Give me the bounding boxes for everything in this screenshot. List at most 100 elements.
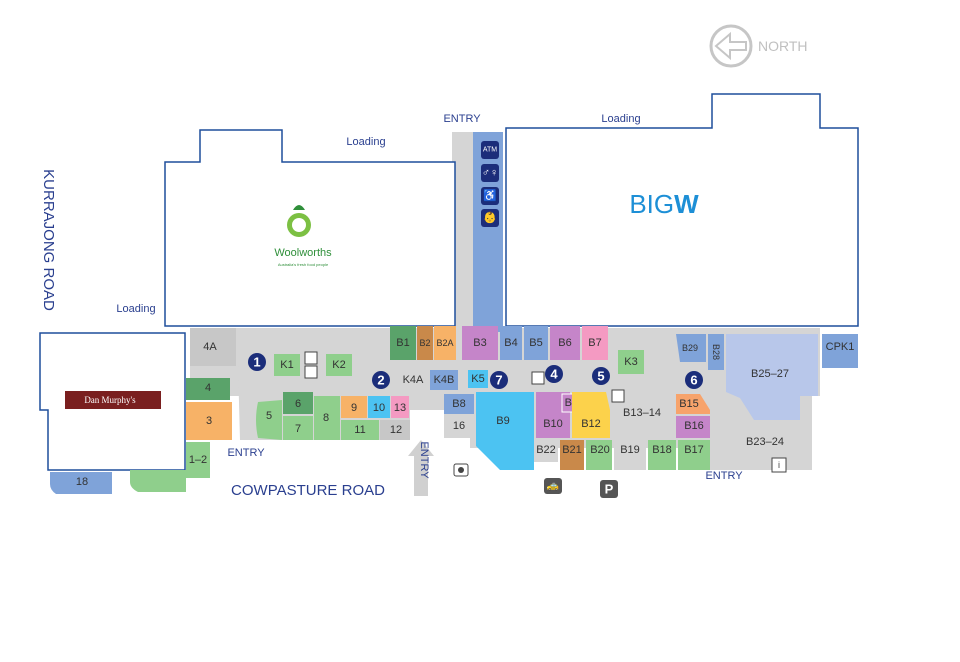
svg-text:10: 10: [373, 402, 385, 414]
bigw-store[interactable]: BIGW: [505, 93, 859, 327]
store-B19[interactable]: B19: [614, 440, 646, 470]
taxi-icon[interactable]: 🚕: [544, 478, 562, 494]
store-B5[interactable]: B5: [524, 326, 548, 360]
store-10[interactable]: 10: [368, 396, 390, 418]
svg-text:K4B: K4B: [434, 374, 455, 386]
woolworths-tagline: Australia's fresh food people: [278, 262, 329, 267]
svg-text:5: 5: [266, 410, 272, 422]
store-13[interactable]: 13: [391, 396, 409, 418]
svg-text:B10: B10: [543, 418, 563, 430]
svg-text:K2: K2: [332, 359, 345, 371]
store-B17[interactable]: B17: [678, 440, 710, 470]
svg-text:♿: ♿: [483, 189, 497, 202]
info-icon[interactable]: i: [771, 457, 787, 473]
store-B6[interactable]: B6: [550, 326, 580, 360]
store-18[interactable]: 18: [50, 472, 112, 494]
store-B9[interactable]: B9: [476, 392, 534, 470]
building-south-west: [130, 470, 186, 492]
store-8[interactable]: 8: [314, 396, 340, 440]
svg-text:6: 6: [295, 398, 301, 410]
store-B8[interactable]: B8: [444, 394, 474, 414]
svg-text:B15: B15: [679, 398, 699, 410]
bigw-logo: BIGW: [629, 189, 699, 219]
parents-room-icon[interactable]: 👶: [481, 209, 499, 227]
marker-1[interactable]: 1: [248, 353, 266, 371]
store-7[interactable]: 7: [283, 416, 313, 440]
loading-woolworths: Loading: [346, 136, 385, 148]
accessible-icon[interactable]: ♿: [481, 187, 499, 205]
loading-bigw: Loading: [601, 113, 640, 125]
cinema-icon[interactable]: [453, 463, 469, 477]
marker-2[interactable]: 2: [372, 371, 390, 389]
lift-icon[interactable]: [304, 351, 318, 379]
marker-3[interactable]: 4: [545, 365, 563, 383]
store-9[interactable]: 9: [341, 396, 367, 418]
store-B20[interactable]: B20: [586, 440, 612, 470]
kiosk-K5[interactable]: K5: [468, 370, 488, 388]
restrooms-icon[interactable]: ♂♀: [481, 164, 499, 182]
svg-text:B17: B17: [684, 444, 704, 456]
store-B29[interactable]: B29: [676, 334, 706, 362]
svg-text:5: 5: [597, 369, 604, 384]
store-5[interactable]: 5: [256, 400, 282, 440]
svg-text:B1: B1: [396, 337, 409, 349]
svg-text:18: 18: [76, 476, 88, 488]
kiosk-K4B[interactable]: K4B: [430, 370, 458, 390]
svg-text:B13–14: B13–14: [623, 407, 661, 419]
svg-text:B23–24: B23–24: [746, 436, 784, 448]
store-B16[interactable]: B16: [676, 416, 710, 438]
svg-text:B28: B28: [711, 344, 721, 360]
store-B3[interactable]: B3: [462, 326, 498, 360]
store-1-2[interactable]: 1–2: [186, 442, 210, 478]
entry-south-west: ENTRY: [227, 447, 265, 459]
marker-6[interactable]: 6: [685, 371, 703, 389]
marker-5[interactable]: 5: [592, 367, 610, 385]
svg-text:👶: 👶: [483, 211, 497, 224]
store-16[interactable]: 16: [444, 414, 474, 438]
entry-south-east: ENTRY: [705, 470, 743, 482]
svg-text:3: 3: [206, 415, 212, 427]
store-CPK1[interactable]: CPK1: [822, 334, 858, 368]
kiosk-K3[interactable]: K3: [618, 350, 644, 374]
svg-text:B22: B22: [536, 444, 556, 456]
store-B25-27[interactable]: B25–27: [726, 334, 818, 420]
marker-7[interactable]: 7: [490, 371, 508, 389]
entry-south-center-arrow: ENTRY: [408, 440, 434, 496]
store-B7[interactable]: B7: [582, 326, 608, 360]
dan-murphys-store[interactable]: Dan Murphy's: [39, 332, 186, 471]
svg-text:8: 8: [323, 412, 329, 424]
store-11[interactable]: 11: [341, 420, 379, 440]
store-B4[interactable]: B4: [500, 326, 522, 360]
svg-text:CPK1: CPK1: [826, 341, 855, 353]
store-B2A[interactable]: B2A: [434, 326, 456, 360]
svg-text:13: 13: [394, 402, 406, 414]
store-3[interactable]: 3: [186, 402, 232, 440]
store-12[interactable]: 12: [380, 420, 410, 440]
woolworths-store[interactable]: Woolworths Australia's fresh food people: [164, 129, 456, 327]
store-B22[interactable]: B22: [534, 440, 558, 462]
store-6[interactable]: 6: [283, 392, 313, 414]
store-B12[interactable]: B12: [572, 392, 610, 438]
store-B28[interactable]: B28: [708, 334, 724, 370]
kiosk-K1[interactable]: K1: [274, 354, 300, 376]
kiosk-K2[interactable]: K2: [326, 354, 352, 376]
store-B23-24[interactable]: B23–24: [738, 424, 800, 470]
store-4A[interactable]: 4A: [190, 328, 236, 366]
compass-icon: [709, 24, 753, 68]
store-B2[interactable]: B2: [417, 326, 433, 360]
store-B18[interactable]: B18: [648, 440, 676, 470]
parking-icon[interactable]: P: [600, 480, 618, 498]
store-4[interactable]: 4: [186, 378, 230, 400]
svg-text:♂♀: ♂♀: [482, 167, 499, 179]
kiosk-K4A[interactable]: K4A: [400, 370, 428, 390]
store-B13-14[interactable]: B13–14: [612, 394, 674, 438]
svg-text:K1: K1: [280, 359, 293, 371]
svg-text:1–2: 1–2: [189, 454, 207, 466]
escalator-icon[interactable]: [531, 371, 625, 403]
compass-label: NORTH: [758, 38, 808, 54]
atm-icon[interactable]: ATM: [481, 141, 499, 159]
store-B1[interactable]: B1: [390, 326, 416, 360]
store-B21[interactable]: B21: [560, 440, 584, 470]
store-B15[interactable]: B15: [676, 394, 710, 414]
road-cowpasture: COWPASTURE ROAD: [231, 482, 385, 499]
